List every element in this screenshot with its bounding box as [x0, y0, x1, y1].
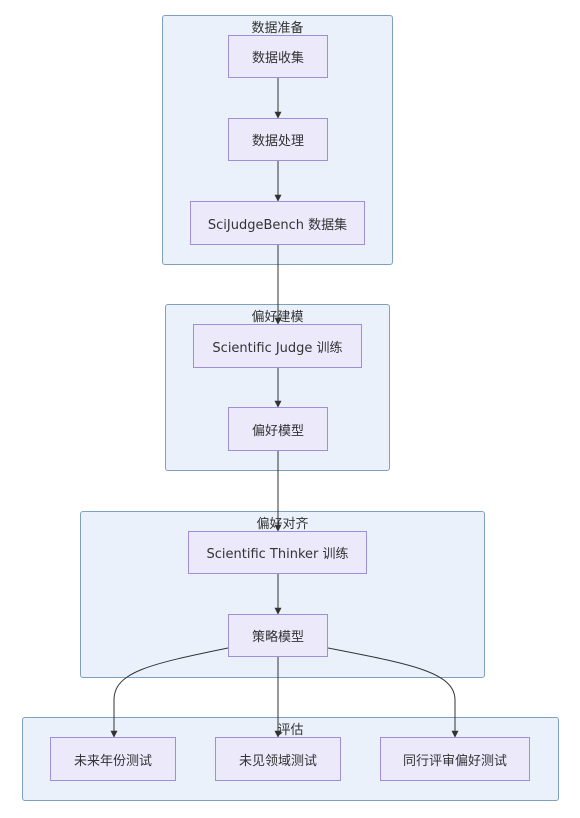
node-peer-review-preference-test: 同行评审偏好测试 — [380, 737, 530, 781]
cluster-title-preference-alignment: 偏好对齐 — [256, 517, 309, 532]
node-policy-model: 策略模型 — [228, 614, 328, 657]
node-data-processing: 数据处理 — [228, 118, 328, 161]
cluster-title-data-prep: 数据准备 — [251, 21, 304, 36]
node-scijudgebench-dataset: SciJudgeBench 数据集 — [190, 201, 365, 245]
node-scientific-thinker-training: Scientific Thinker 训练 — [188, 531, 367, 574]
node-future-year-test: 未来年份测试 — [50, 737, 176, 781]
node-preference-model: 偏好模型 — [228, 407, 328, 451]
cluster-title-preference-modeling: 偏好建模 — [251, 310, 304, 325]
node-unseen-domain-test: 未见领域测试 — [215, 737, 341, 781]
node-scientific-judge-training: Scientific Judge 训练 — [193, 324, 362, 368]
cluster-title-evaluation: 评估 — [277, 723, 304, 738]
node-data-collection: 数据收集 — [228, 35, 328, 78]
